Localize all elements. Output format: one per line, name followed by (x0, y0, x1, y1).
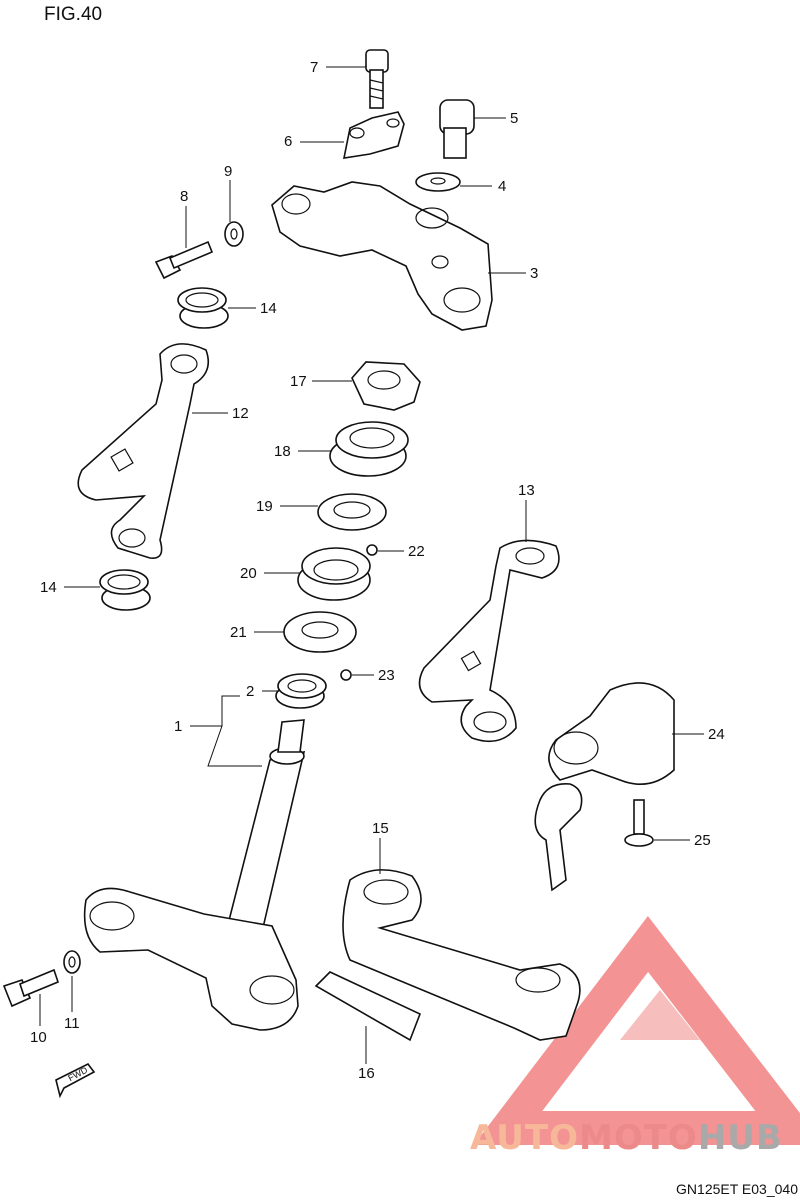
callout-4: 4 (498, 178, 506, 195)
part-25-screw (624, 799, 654, 847)
callout-17: 17 (290, 373, 307, 390)
part-14-grommet-upper (177, 287, 229, 329)
watermark-brand-part2: MOTO (578, 1118, 698, 1158)
watermark-brand-part3: HUB (697, 1118, 783, 1158)
callout-2: 2 (246, 683, 254, 700)
callout-15: 15 (372, 820, 389, 837)
part-21-bearing (283, 611, 357, 653)
watermark-logo-icon (473, 916, 800, 1145)
leader-lines (39, 66, 704, 1064)
callout-10: 10 (30, 1029, 47, 1046)
part-18-race (329, 421, 409, 477)
watermark-brand: AUTOMOTOHUB (470, 1118, 783, 1158)
callout-14-upper: 14 (260, 300, 277, 317)
callout-20: 20 (240, 565, 257, 582)
callout-23: 23 (378, 667, 395, 684)
part-1-steering-stem (83, 719, 306, 1031)
part-13-bracket (418, 539, 560, 743)
part-23-ball (340, 669, 352, 681)
callout-19: 19 (256, 498, 273, 515)
part-19-bearing (317, 493, 387, 531)
callout-1: 1 (174, 718, 182, 735)
figure-title: FIG.40 (44, 4, 103, 25)
part-16-plate (314, 971, 422, 1042)
part-22-ball (366, 544, 378, 556)
callout-22: 22 (408, 543, 425, 560)
part-7-bolt (365, 49, 389, 109)
callout-18: 18 (274, 443, 291, 460)
part-15-lower-bracket (342, 869, 581, 1041)
callout-24: 24 (708, 726, 725, 743)
callout-numbers: 7 6 5 4 3 8 9 14 12 17 18 19 22 20 21 23… (30, 59, 725, 1082)
watermark-brand-part1: AUTO (470, 1118, 579, 1158)
part-4-washer (415, 172, 461, 192)
callout-21: 21 (230, 624, 247, 641)
callout-14-lower: 14 (40, 579, 57, 596)
callout-5: 5 (510, 110, 518, 127)
part-10-bolt (2, 968, 59, 1008)
callout-13: 13 (518, 482, 535, 499)
part-17-nut (351, 361, 421, 411)
callout-25: 25 (694, 832, 711, 849)
callout-9: 9 (224, 163, 232, 180)
callout-8: 8 (180, 188, 188, 205)
callout-3: 3 (530, 265, 538, 282)
callout-11: 11 (64, 1015, 80, 1032)
part-24-ignition-switch (548, 682, 675, 786)
part-12-bracket (77, 343, 210, 559)
part-2-seal (275, 673, 327, 709)
callout-6: 6 (284, 133, 292, 150)
key-icon (534, 783, 583, 892)
part-11-washer (63, 950, 81, 974)
callout-12: 12 (232, 405, 249, 422)
part-6-clamp (342, 111, 405, 159)
part-14-grommet-lower (99, 569, 151, 611)
part-9-washer (224, 221, 244, 247)
fwd-arrow-icon: FWD (55, 1062, 96, 1099)
part-8-bolt (154, 240, 214, 280)
part-3-upper-bracket (271, 181, 493, 331)
part-5-bolt (439, 99, 475, 159)
callout-7: 7 (310, 59, 318, 76)
part-20-race (297, 547, 371, 601)
figure-code: GN125ET E03_040 (676, 1181, 798, 1197)
callout-16: 16 (358, 1065, 375, 1082)
